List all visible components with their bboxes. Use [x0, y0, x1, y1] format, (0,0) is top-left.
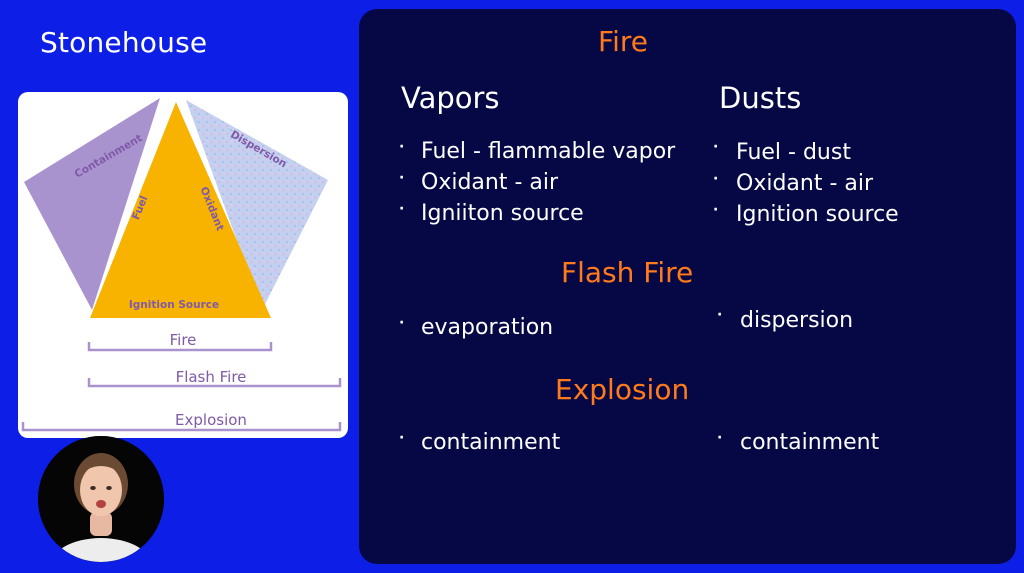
explosion-heading: Explosion: [555, 373, 690, 406]
flash-fire-dusts-item: dispersion: [740, 308, 854, 333]
bullet-icon: ·: [399, 315, 405, 331]
presenter-avatar: [38, 436, 164, 562]
dusts-item-fuel: Fuel - dust: [736, 140, 851, 165]
bullet-icon: ·: [399, 170, 405, 186]
explosion-bracket-label: Explosion: [175, 411, 247, 429]
fire-bracket-label: Fire: [170, 331, 197, 349]
dusts-item-oxidant: Oxidant - air: [736, 171, 874, 196]
bullet-icon: ·: [713, 171, 719, 187]
brand-title: Stonehouse: [40, 26, 208, 59]
fire-triangle: [90, 102, 271, 318]
content-panel: Fire Vapors Dusts · Fuel - flammable vap…: [359, 9, 1016, 564]
fire-triangle-svg: Containment Dispersion Fuel Oxidant Igni…: [21, 98, 342, 432]
bullet-icon: ·: [717, 307, 723, 323]
bullet-icon: ·: [713, 202, 719, 218]
vapors-item-ignition: Igniiton source: [421, 201, 584, 226]
ignition-label: Ignition Source: [129, 299, 219, 311]
vapors-heading: Vapors: [401, 81, 500, 115]
bullet-icon: ·: [713, 139, 719, 155]
bullet-icon: ·: [399, 430, 405, 446]
person-icon: [38, 436, 164, 562]
fire-bracket: [87, 342, 273, 352]
flash-fire-heading: Flash Fire: [561, 256, 694, 289]
vapors-item-fuel: Fuel - flammable vapor: [421, 139, 676, 164]
dusts-item-ignition: Ignition source: [736, 202, 899, 227]
explosion-bracket: [21, 422, 342, 432]
flash-fire-vapors-item: evaporation: [421, 315, 554, 340]
explosion-vapors-item: containment: [421, 430, 561, 455]
bullet-icon: ·: [399, 139, 405, 155]
dusts-heading: Dusts: [719, 81, 802, 115]
bullet-icon: ·: [717, 430, 723, 446]
vapors-item-oxidant: Oxidant - air: [421, 170, 559, 195]
dispersion-wedge: [186, 100, 328, 310]
fire-triangle-diagram: Containment Dispersion Fuel Oxidant Igni…: [18, 92, 348, 438]
containment-wedge: [24, 98, 160, 310]
flash-fire-bracket-label: Flash Fire: [176, 368, 247, 386]
panel-title: Fire: [598, 25, 648, 58]
flash-fire-bracket: [87, 378, 342, 388]
explosion-dusts-item: containment: [740, 430, 880, 455]
bullet-icon: ·: [399, 201, 405, 217]
